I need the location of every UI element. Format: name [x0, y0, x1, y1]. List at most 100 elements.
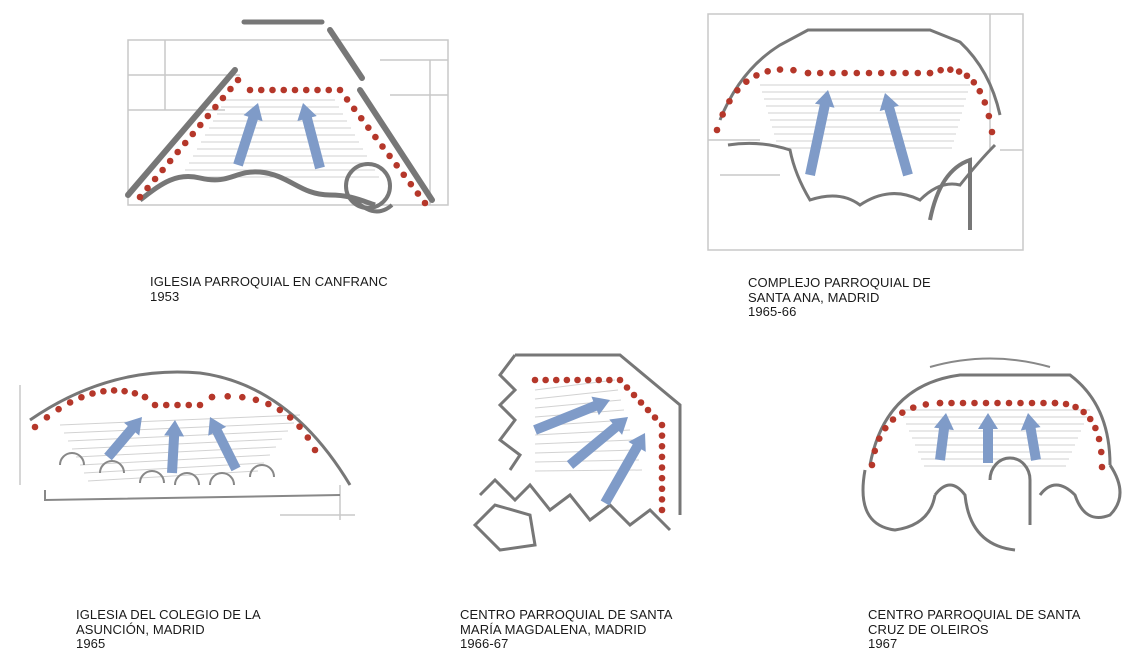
seating-dot — [531, 376, 539, 384]
plan-santa-ana: COMPLEJO PARROQUIAL DE SANTA ANA, MADRID… — [700, 0, 1128, 340]
seating-dot — [584, 376, 592, 384]
seating-dot — [1092, 424, 1099, 432]
seating-dot — [644, 406, 652, 414]
seating-dot — [1098, 463, 1106, 471]
seating-dots — [531, 376, 666, 514]
project-year: 1965-66 — [748, 304, 797, 319]
seating-dot — [1086, 415, 1094, 423]
seating-dot — [89, 390, 96, 397]
seating-dot — [400, 171, 408, 179]
seating-dot — [224, 392, 231, 400]
project-name: CENTRO PARROQUIAL DE SANTA — [868, 607, 1081, 622]
seating-dot — [719, 111, 726, 118]
project-name: COMPLEJO PARROQUIAL DE — [748, 275, 931, 290]
seating-dot — [304, 434, 312, 441]
project-name-line2: MARÍA MAGDALENA, MADRID — [460, 621, 647, 637]
seating-dot — [110, 387, 118, 394]
seating-dot — [1040, 399, 1047, 407]
seating-dot — [981, 99, 989, 106]
floor-plan-santa-ana — [707, 13, 1024, 251]
lower-room — [472, 503, 537, 552]
seating-dot — [196, 401, 204, 409]
seating-dot — [311, 446, 319, 454]
seating-dot — [936, 399, 944, 407]
seating-dot — [658, 506, 666, 514]
seating-dot — [574, 376, 581, 384]
orientation-arrow — [879, 93, 913, 177]
seating-dot — [239, 393, 246, 401]
seating-dot — [212, 103, 219, 111]
seating-dot — [219, 94, 227, 102]
pew-line — [534, 389, 619, 400]
seating-dot — [841, 69, 848, 77]
seating-dot — [889, 416, 897, 423]
seating-dot — [174, 148, 181, 156]
pews — [181, 99, 379, 178]
seating-dot — [1095, 435, 1103, 443]
orientation-arrow — [297, 103, 325, 170]
seating-dot — [1028, 399, 1036, 407]
top-wall — [929, 357, 1051, 368]
seating-dot — [1097, 448, 1105, 456]
seating-dot — [246, 86, 254, 94]
seating-dot — [265, 400, 272, 408]
seating-dot — [853, 69, 861, 77]
seating-dot — [365, 124, 372, 131]
seating-dot — [357, 114, 365, 122]
orientation-arrow — [934, 413, 954, 461]
plan-maria-magdalena: CENTRO PARROQUIAL DE SANTA MARÍA MAGDALE… — [440, 345, 740, 661]
orientation-arrows — [104, 417, 241, 474]
pew-line — [87, 470, 259, 482]
seating-dot — [616, 376, 624, 384]
caption-santa-ana: COMPLEJO PARROQUIAL DE SANTA ANA, MADRID… — [748, 275, 931, 320]
seating-dot — [899, 409, 906, 416]
project-name-line2: CRUZ DE OLEIROS — [868, 621, 989, 637]
project-name: IGLESIA PARROQUIAL EN CANFRANC — [150, 274, 388, 289]
seating-dot — [1017, 399, 1024, 407]
orientation-arrows — [533, 396, 646, 506]
seating-dot — [336, 86, 344, 94]
seating-dot — [595, 376, 603, 384]
seating-dot — [100, 387, 107, 395]
seating-dot — [174, 401, 181, 409]
seating-dot — [414, 190, 422, 197]
seating-dot — [970, 79, 978, 86]
seating-dot — [882, 424, 889, 432]
seating-dot — [31, 423, 39, 431]
caption-canfranc: IGLESIA PARROQUIAL EN CANFRANC 1953 — [150, 274, 388, 304]
seating-dot — [937, 66, 944, 74]
outer-arc-wall — [29, 370, 352, 486]
pew-line — [534, 379, 616, 391]
outer-wall — [868, 373, 1112, 466]
lower-wall — [727, 141, 997, 207]
seating-dot — [734, 87, 741, 94]
caption-maria-magdalena: CENTRO PARROQUIAL DE SANTA MARÍA MAGDALE… — [460, 607, 673, 652]
floor-plan-santa-cruz — [861, 357, 1122, 552]
project-name: IGLESIA DEL COLEGIO DE LA — [76, 607, 261, 622]
floor-plan-maria-magdalena — [472, 353, 682, 552]
seating-dot — [955, 68, 963, 75]
seating-dot — [816, 69, 824, 77]
seating-dot — [914, 69, 922, 77]
seating-dot — [947, 66, 954, 73]
seating-dot — [372, 133, 379, 141]
seating-dot — [343, 96, 351, 103]
seating-dot — [776, 66, 784, 73]
seating-dots — [136, 76, 429, 207]
seating-dot — [606, 376, 613, 384]
pew-line — [59, 414, 301, 426]
seating-dot — [136, 193, 144, 201]
seating-dot — [291, 86, 299, 94]
seating-dot — [658, 432, 666, 439]
seating-dot — [658, 442, 666, 450]
seating-dot — [314, 86, 321, 94]
orientation-arrows — [805, 90, 913, 177]
seating-dot — [43, 414, 51, 421]
seating-dot — [875, 435, 883, 442]
seating-dot — [948, 399, 955, 407]
floor-plan-asuncion — [19, 370, 355, 520]
project-name: CENTRO PARROQUIAL DE SANTA — [460, 607, 673, 622]
seating-dot — [909, 404, 917, 411]
right-wall — [515, 353, 682, 515]
seating-dot — [542, 376, 549, 384]
